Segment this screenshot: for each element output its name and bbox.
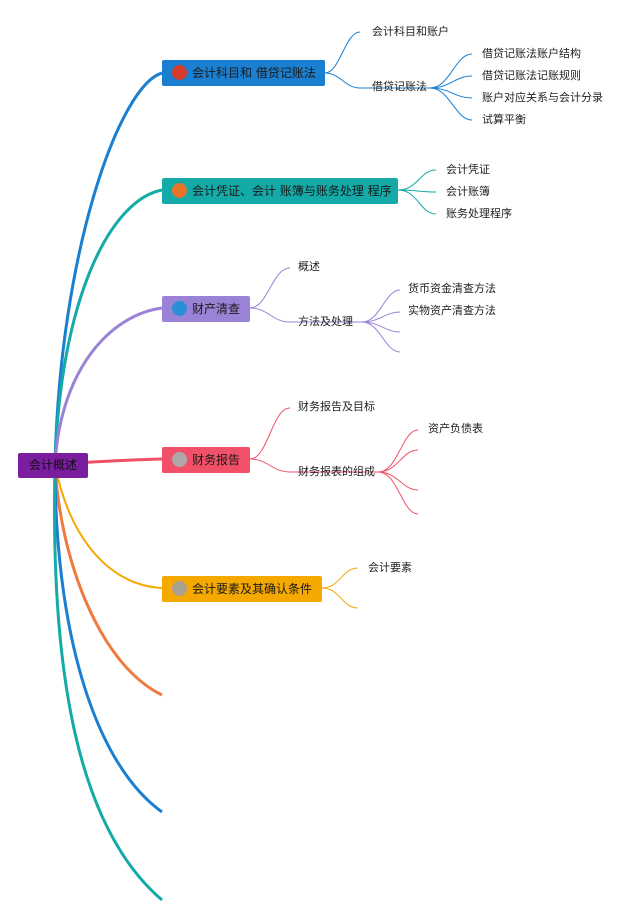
branch-node-3[interactable]: 财产清查 <box>162 296 250 322</box>
leaf-node[interactable]: 会计凭证 <box>446 163 490 176</box>
leaf-node[interactable]: 账务处理程序 <box>446 207 512 220</box>
leaf-node[interactable]: 借贷记账法 <box>372 80 427 93</box>
leaf-node[interactable]: 资产负债表 <box>428 422 483 435</box>
sub-connectors-branch-4 <box>249 407 419 515</box>
number-badge-icon <box>172 581 187 596</box>
sub-connectors-branch-2 <box>397 169 437 215</box>
branch-label: 财产清查 <box>192 302 241 316</box>
connector-branch-2 <box>53 188 163 466</box>
connector-trailing-1 <box>53 464 163 697</box>
leaf-node[interactable]: 实物资产清查方法 <box>408 304 496 317</box>
connector-branch-3 <box>53 306 163 466</box>
branch-label: 会计要素及其确认条件 <box>192 582 313 596</box>
number-badge-icon <box>172 452 187 467</box>
branch-node-4[interactable]: 财务报告 <box>162 447 250 473</box>
number-badge-icon <box>172 301 187 316</box>
main-connectors <box>53 71 163 902</box>
number-badge-icon <box>172 65 187 80</box>
connector-branch-1 <box>53 71 163 466</box>
connector-branch-5 <box>54 464 163 589</box>
branch-node-2[interactable]: 会计凭证、会计 账簿与账务处理 程序 <box>162 178 398 204</box>
leaf-node[interactable]: 会计要素 <box>368 561 412 574</box>
leaf-node[interactable]: 会计科目和账户 <box>372 25 449 38</box>
sub-connectors-branch-3 <box>249 267 401 353</box>
leaf-node[interactable]: 账户对应关系与会计分录 <box>482 91 603 104</box>
branch-node-5[interactable]: 会计要素及其确认条件 <box>162 576 322 602</box>
leaf-node[interactable]: 借贷记账法记账规则 <box>482 69 581 82</box>
leaf-node[interactable]: 借贷记账法账户结构 <box>482 47 581 60</box>
leaf-node[interactable]: 财务报告及目标 <box>298 400 375 413</box>
branch-label: 会计科目和 借贷记账法 <box>192 66 316 80</box>
number-badge-icon <box>172 183 187 198</box>
sub-connectors-branch-5 <box>321 567 359 609</box>
leaf-node[interactable]: 财务报表的组成 <box>298 465 375 478</box>
leaf-node[interactable]: 会计账簿 <box>446 185 490 198</box>
root-node[interactable]: 会计概述 <box>18 453 88 478</box>
branch-node-1[interactable]: 会计科目和 借贷记账法 <box>162 60 325 86</box>
leaf-node[interactable]: 试算平衡 <box>482 113 526 126</box>
branch-label: 会计凭证、会计 账簿与账务处理 程序 <box>192 184 392 198</box>
sub-connectors-branch-1 <box>324 31 473 121</box>
connector-trailing-3 <box>53 464 163 902</box>
leaf-node[interactable]: 方法及处理 <box>298 315 353 328</box>
branch-label: 财务报告 <box>192 453 241 467</box>
leaf-node[interactable]: 货币资金清查方法 <box>408 282 496 295</box>
connector-trailing-2 <box>53 464 163 814</box>
leaf-node[interactable]: 概述 <box>298 260 320 273</box>
